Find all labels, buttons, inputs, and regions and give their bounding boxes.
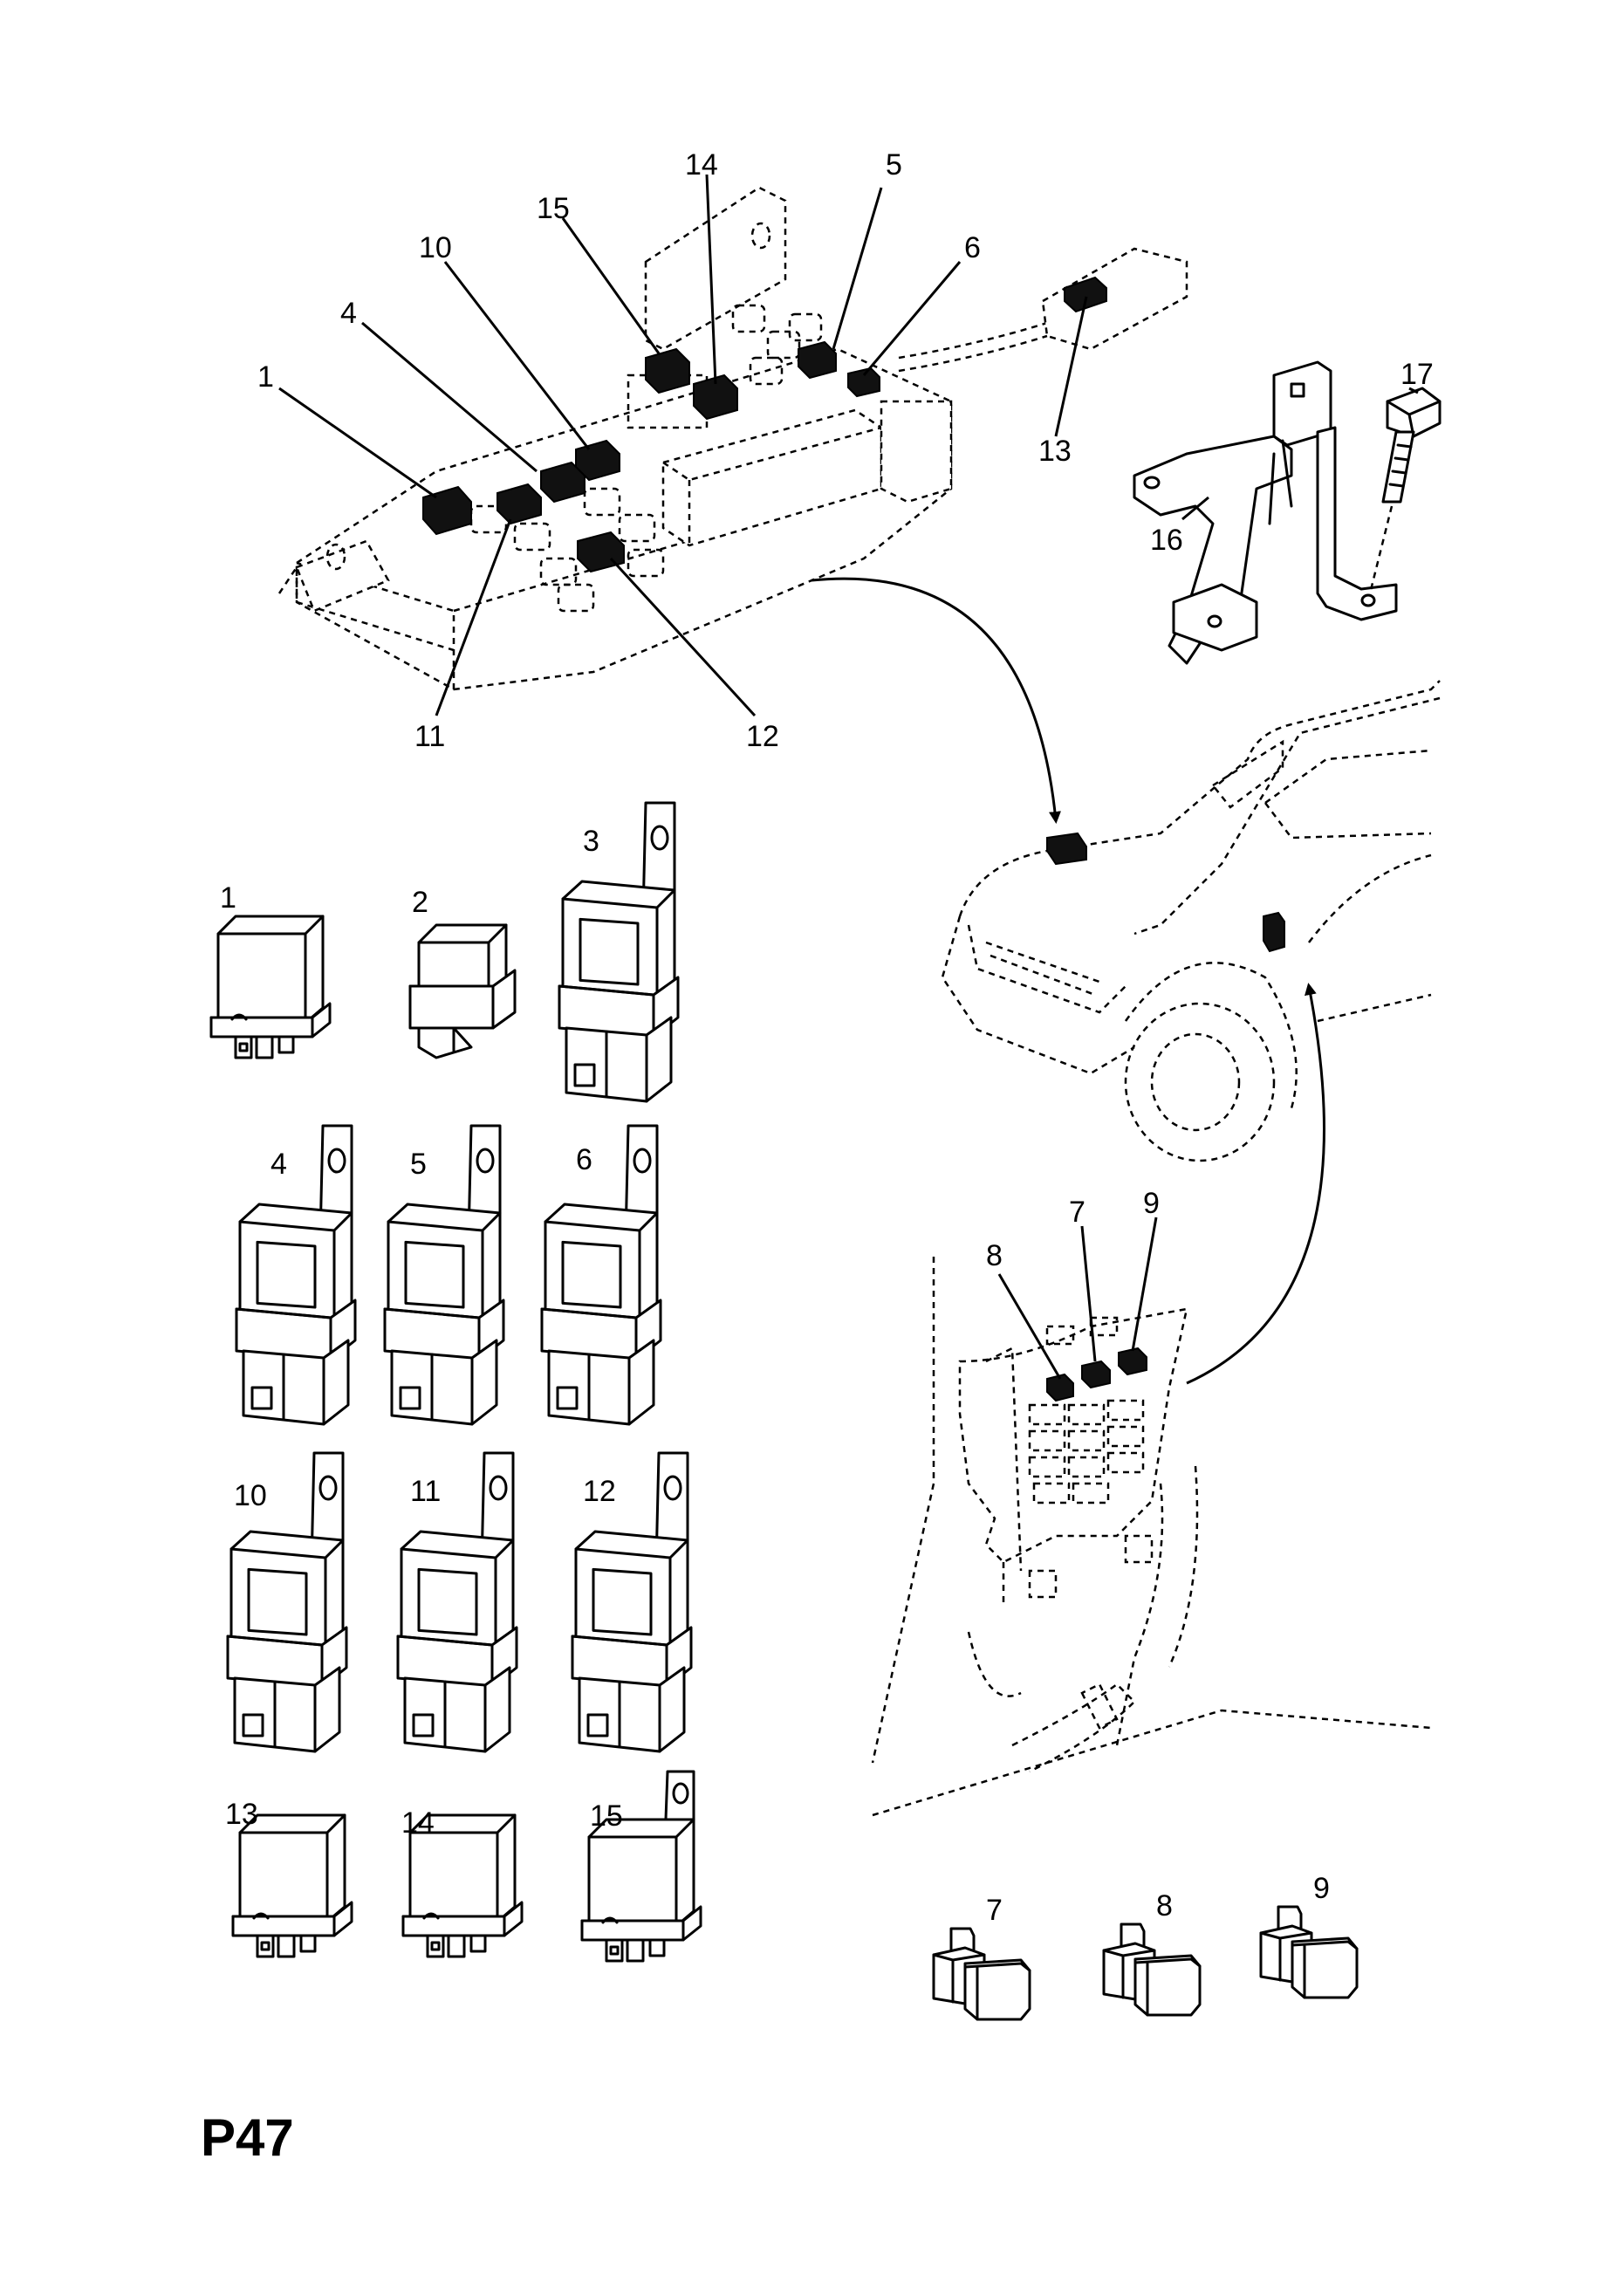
callout-14: 14 <box>685 148 718 182</box>
vehicle-outline <box>941 680 1441 1162</box>
relay-label-13: 13 <box>225 1798 258 1831</box>
fuse-relay-box <box>277 186 1188 691</box>
callout-1: 1 <box>257 360 274 394</box>
relay-11: 11 <box>396 1451 518 1753</box>
relay-2: 2 <box>408 886 517 1059</box>
relay-label-2: 2 <box>412 886 428 919</box>
connector-8: 8 <box>1102 1889 1202 2017</box>
relay-label-1: 1 <box>220 881 236 915</box>
callout-15: 15 <box>537 192 570 225</box>
callout-8: 8 <box>986 1239 1003 1272</box>
relay-12: 12 <box>571 1451 693 1753</box>
bracket-callouts: 17 16 <box>1150 358 1434 557</box>
callout-11: 11 <box>414 720 445 753</box>
relay-4: 4 <box>235 1124 357 1426</box>
relay-10: 10 <box>226 1451 348 1753</box>
relay-14: 14 <box>401 1806 524 1958</box>
kick-panel-callouts: 8 7 9 <box>986 1187 1160 1272</box>
relay-13: 13 <box>225 1798 353 1958</box>
callout-6: 6 <box>964 231 981 264</box>
callout-10: 10 <box>419 231 452 264</box>
fuse-box-callouts: 1 4 10 15 14 5 6 13 11 12 <box>257 148 1072 753</box>
relay-3: 3 <box>558 801 680 1103</box>
relay-label-14: 14 <box>401 1806 435 1840</box>
relay-1: 1 <box>209 881 332 1059</box>
relay-label-15: 15 <box>590 1799 623 1833</box>
arrow-to-engine-bay <box>811 577 1061 824</box>
callout-7: 7 <box>1069 1196 1085 1229</box>
connector-label-8: 8 <box>1156 1889 1173 1922</box>
relay-label-10: 10 <box>234 1479 267 1512</box>
relay-15: 15 <box>580 1770 702 1963</box>
page-reference: P47 <box>201 2108 294 2167</box>
relay-label-11: 11 <box>410 1475 441 1508</box>
relay-label-12: 12 <box>583 1475 616 1508</box>
connector-9: 9 <box>1259 1872 1359 1999</box>
callout-9: 9 <box>1143 1187 1160 1220</box>
relay-6: 6 <box>540 1124 662 1426</box>
kick-panel-leaders <box>997 1217 1158 1380</box>
callout-12: 12 <box>746 720 779 753</box>
callout-13: 13 <box>1038 435 1072 468</box>
fuse-box-leaders <box>278 174 1088 717</box>
callout-17: 17 <box>1400 358 1434 391</box>
connector-7: 7 <box>932 1894 1031 2021</box>
relay-label-4: 4 <box>270 1148 287 1181</box>
callout-4: 4 <box>340 297 357 330</box>
callout-16: 16 <box>1150 524 1183 557</box>
arrow-to-kick-panel <box>1186 983 1325 1385</box>
connector-label-9: 9 <box>1313 1872 1330 1905</box>
relay-5: 5 <box>383 1124 505 1426</box>
mounting-bracket <box>1133 360 1398 665</box>
relay-label-3: 3 <box>583 825 599 858</box>
relay-label-5: 5 <box>410 1148 427 1181</box>
connector-label-7: 7 <box>986 1894 1003 1927</box>
kick-panel-fuse-box <box>871 1257 1432 1817</box>
bolt <box>1368 387 1442 594</box>
callout-5: 5 <box>886 148 902 182</box>
relay-label-6: 6 <box>576 1143 592 1176</box>
